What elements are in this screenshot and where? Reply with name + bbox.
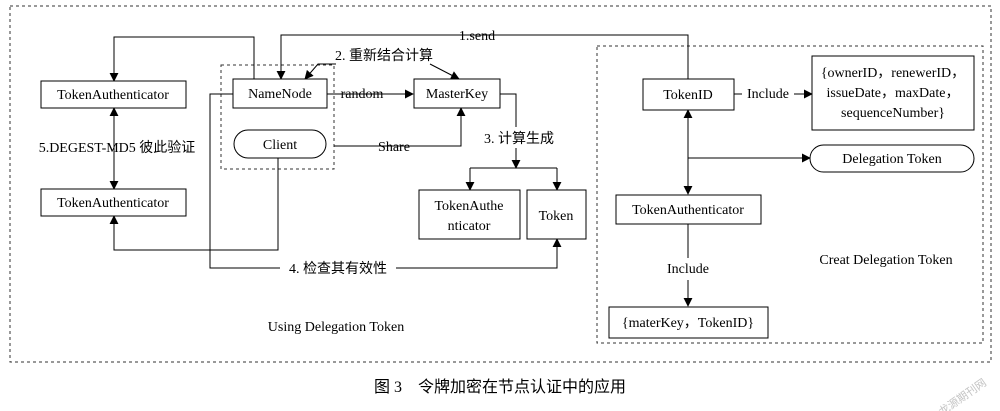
create-delegation-group	[596, 45, 984, 344]
recompute-label: 2. 重新结合计算	[335, 48, 433, 64]
token-authe-label-line1: TokenAuthe	[434, 199, 503, 214]
namenode-box	[232, 78, 328, 109]
include-bottom-label: Include	[667, 262, 709, 277]
boxes	[40, 55, 975, 339]
token-label: Token	[539, 209, 574, 224]
check-arrow	[396, 238, 562, 269]
recompute-arrow-1	[304, 63, 336, 80]
token-authe-label-line2: nticator	[448, 219, 491, 234]
materkey-tokenid-box	[608, 306, 769, 339]
client-box	[233, 129, 327, 159]
tokenid-box	[642, 78, 735, 111]
check-line	[209, 93, 280, 269]
figure-caption: 图 3 令牌加密在节点认证中的应用	[374, 377, 626, 396]
compute-gen-label: 3. 计算生成	[484, 131, 554, 147]
namenode-label: NameNode	[248, 87, 312, 102]
send-label: 1.send	[459, 29, 495, 44]
tokenid-fields-line2: issueDate，maxDate，	[827, 86, 960, 101]
token-authenticator-top-label: TokenAuthenticator	[57, 88, 169, 103]
tokenid-label: TokenID	[663, 88, 713, 103]
creat-delegation-label: Creat Delegation Token	[819, 253, 952, 268]
token-authenticator-top-box	[40, 80, 187, 109]
include-top-label: Include	[747, 87, 789, 102]
token-authenticator-bottom-label: TokenAuthenticator	[57, 196, 169, 211]
masterkey-label: MasterKey	[426, 87, 488, 102]
materkey-tokenid-label: {materKey，TokenID}	[622, 316, 754, 331]
tokenid-fields-line1: {ownerID，renewerID，	[821, 66, 965, 81]
share-arrow	[334, 107, 466, 147]
outer-frame	[9, 5, 992, 363]
token-authenticator-right-label: TokenAuthenticator	[632, 203, 744, 218]
tokenid-fields-box	[811, 55, 975, 131]
token-authenticator-mid-box	[418, 189, 521, 240]
watermark: 龙源期刊网	[936, 375, 989, 411]
delegation-token-box	[809, 144, 975, 173]
client-to-auth-arrow	[109, 156, 279, 251]
random-label: random	[341, 87, 384, 102]
connectors	[109, 34, 813, 307]
namenode-client-group	[220, 64, 335, 170]
tokenid-fields-line3: sequenceNumber}	[841, 106, 945, 121]
node-labels: TokenAuthenticator TokenAuthenticator Na…	[57, 66, 965, 331]
delegation-token-label: Delegation Token	[842, 152, 941, 167]
compute-line	[500, 93, 517, 127]
check-valid-label: 4. 检查其有效性	[289, 261, 387, 277]
token-authenticator-right-box	[615, 194, 762, 225]
edge-labels: 1.send 2. 重新结合计算 random Share 3. 计算生成 4.…	[39, 29, 953, 335]
recompute-arrow-2	[429, 63, 460, 80]
digest-verify-label: 5.DEGEST-MD5 彼此验证	[39, 140, 196, 156]
token-box	[526, 189, 587, 240]
send-arrow	[276, 34, 689, 80]
namenode-to-auth-arrow	[109, 36, 255, 82]
share-label: Share	[378, 140, 410, 155]
client-label: Client	[263, 138, 297, 153]
using-delegation-label: Using Delegation Token	[268, 320, 404, 335]
masterkey-box	[413, 78, 501, 109]
token-authenticator-bottom-box	[40, 188, 187, 217]
